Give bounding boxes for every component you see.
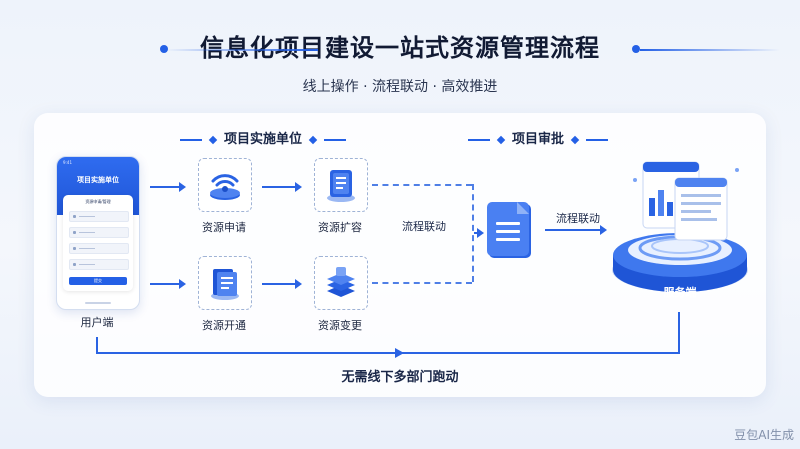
- connector-change: [372, 282, 472, 284]
- flow-label-approval: 流程联动: [402, 220, 446, 233]
- arrow-to-open: [150, 279, 186, 289]
- phone-field[interactable]: [69, 211, 129, 222]
- section-implementer-label: 项目实施单位: [224, 132, 303, 147]
- step-change-label: 资源变更: [318, 319, 362, 332]
- title-line-left: [165, 49, 318, 51]
- phone-submit-button[interactable]: 提交: [69, 277, 127, 285]
- step-apply-box[interactable]: [198, 158, 252, 212]
- connector-expand: [372, 184, 472, 186]
- step-expand-box[interactable]: [314, 158, 368, 212]
- title-line-right: [640, 49, 780, 51]
- phone-status-time: 9:41: [63, 160, 72, 165]
- title-dot-right: [632, 45, 640, 53]
- section-implementer: 项目实施单位: [180, 128, 347, 147]
- step-change-box[interactable]: [314, 256, 368, 310]
- bottom-note: 无需线下多部门跑动: [341, 370, 459, 385]
- loop-line-left: [96, 337, 98, 354]
- page-title: 信息化项目建设一站式资源管理流程: [200, 34, 600, 62]
- phone-field[interactable]: [69, 227, 129, 238]
- step-expand-label: 资源扩容: [318, 221, 362, 234]
- server-platform-icon: [612, 161, 748, 292]
- wifi-icon: [210, 174, 240, 200]
- phone-field[interactable]: [69, 243, 129, 254]
- arrow-to-apply: [150, 182, 186, 192]
- section-approval: 项目审批: [468, 128, 609, 147]
- connector-merge: [472, 184, 474, 282]
- phone-home-bar: [85, 302, 111, 304]
- user-phone: 9:41 项目实施单位 资源申请/管理 提交: [56, 156, 140, 310]
- user-side-label: 用户端: [80, 316, 114, 329]
- approval-document-icon: [487, 202, 531, 258]
- watermark: 豆包AI生成: [734, 428, 794, 442]
- arrow-to-server: [545, 225, 607, 235]
- phone-form-card: 资源申请/管理 提交: [63, 195, 133, 291]
- open-book-icon: [211, 269, 239, 300]
- phone-screen-title: 项目实施单位: [77, 176, 119, 184]
- phone-field[interactable]: [69, 259, 129, 270]
- server-side-label: 服务端: [663, 286, 697, 299]
- arrow-into-approval: [474, 228, 484, 238]
- step-apply-label: 资源申请: [202, 221, 246, 234]
- document-icon: [327, 170, 355, 202]
- loop-line-right: [678, 312, 680, 354]
- phone-card-title: 资源申请/管理: [85, 199, 111, 204]
- page-subtitle: 线上操作 · 流程联动 · 高效推进: [302, 79, 498, 95]
- step-open-label: 资源开通: [202, 319, 246, 332]
- step-open-box[interactable]: [198, 256, 252, 310]
- section-approval-label: 项目审批: [512, 132, 565, 147]
- layers-icon: [327, 267, 355, 297]
- flow-label-server: 流程联动: [556, 212, 600, 225]
- loop-line-bottom: [96, 352, 680, 354]
- arrow-apply-to-expand: [262, 182, 302, 192]
- loop-arrowhead: [395, 348, 404, 358]
- arrow-open-to-change: [262, 279, 302, 289]
- title-dot-left: [160, 45, 168, 53]
